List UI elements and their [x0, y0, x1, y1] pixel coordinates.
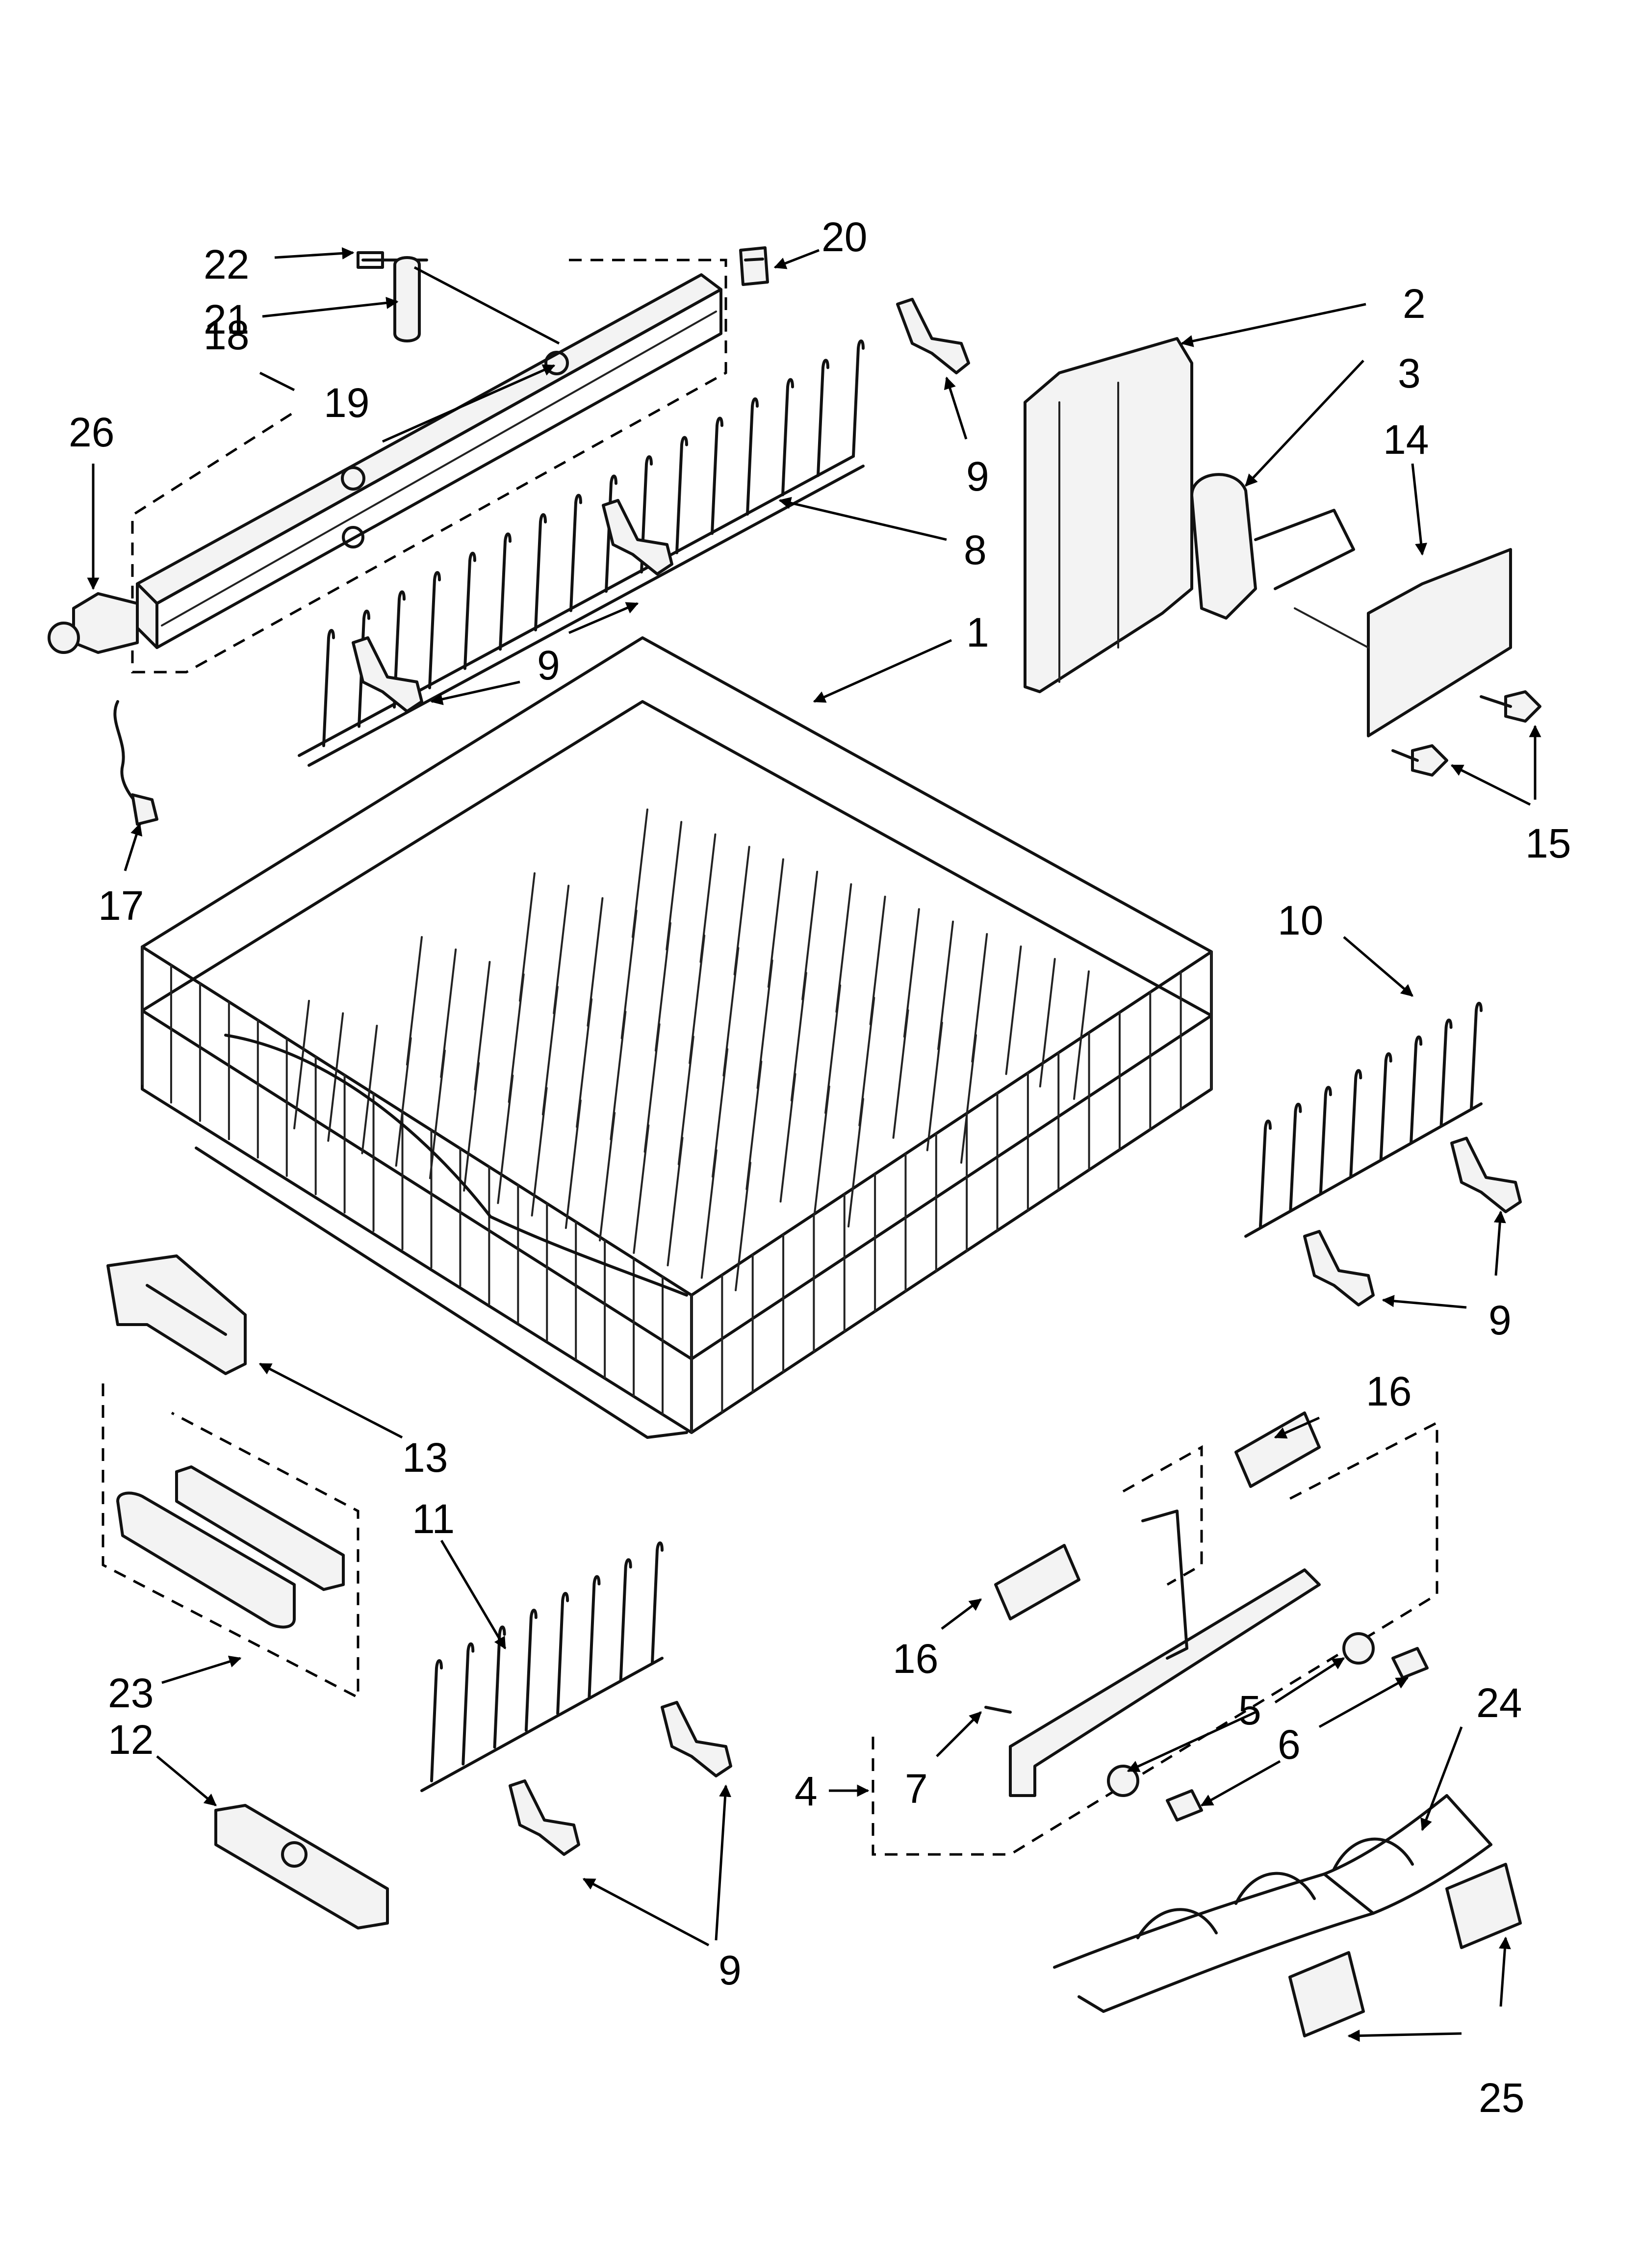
bolt-and-bracket [357, 251, 560, 345]
part-labels: 22 21 18 19 20 26 17 2 3 14 15 9 8 9 1 1… [69, 214, 1571, 2121]
main-rack-1 [141, 636, 1213, 1439]
label-11: 11 [412, 1496, 455, 1542]
label-5: 5 [1238, 1687, 1261, 1733]
label-9-right: 9 [1488, 1297, 1512, 1343]
end-cap-26 [48, 592, 139, 654]
label-3: 3 [1398, 350, 1421, 396]
label-18: 18 [204, 312, 249, 358]
label-19: 19 [324, 380, 369, 426]
label-24: 24 [1476, 1680, 1522, 1726]
tine-row-11 [420, 1541, 664, 1792]
label-9-mid: 9 [537, 642, 560, 688]
clip-20 [739, 246, 769, 286]
tine-row-8 [298, 339, 865, 767]
side-components [1024, 337, 1512, 737]
leader-lines [87, 247, 1541, 2042]
label-12: 12 [108, 1717, 154, 1763]
part-12 [214, 1804, 389, 1929]
handle-23-group [102, 1383, 359, 1700]
lower-assembly-4 [872, 1411, 1438, 1856]
label-25: 25 [1479, 2075, 1524, 2121]
tine-row-10 [1244, 1002, 1483, 1238]
label-10: 10 [1278, 897, 1323, 943]
label-23: 23 [108, 1670, 154, 1716]
label-8: 8 [964, 527, 987, 573]
handle-13 [106, 1254, 247, 1375]
label-20: 20 [821, 214, 867, 260]
label-16-top: 16 [1366, 1368, 1411, 1414]
label-21: 21 [204, 296, 249, 342]
label-7: 7 [905, 1766, 928, 1812]
label-13: 13 [402, 1434, 448, 1481]
label-16-left: 16 [893, 1636, 938, 1682]
label-2: 2 [1403, 281, 1426, 327]
label-26: 26 [69, 409, 114, 455]
wire-clip-17 [113, 700, 158, 826]
label-17: 17 [98, 883, 144, 929]
label-15: 15 [1525, 820, 1571, 866]
label-6: 6 [1278, 1721, 1301, 1768]
label-22: 22 [204, 241, 249, 287]
label-1: 1 [966, 609, 989, 655]
clips-25 [1288, 1863, 1522, 2037]
label-4: 4 [795, 1768, 818, 1814]
tine-clips [352, 298, 1522, 1856]
label-14: 14 [1383, 417, 1429, 463]
label-9-top: 9 [966, 453, 989, 499]
label-9-bottom: 9 [718, 1947, 742, 1993]
screws-15 [1391, 690, 1541, 777]
wire-rack-24 [1053, 1794, 1492, 2013]
